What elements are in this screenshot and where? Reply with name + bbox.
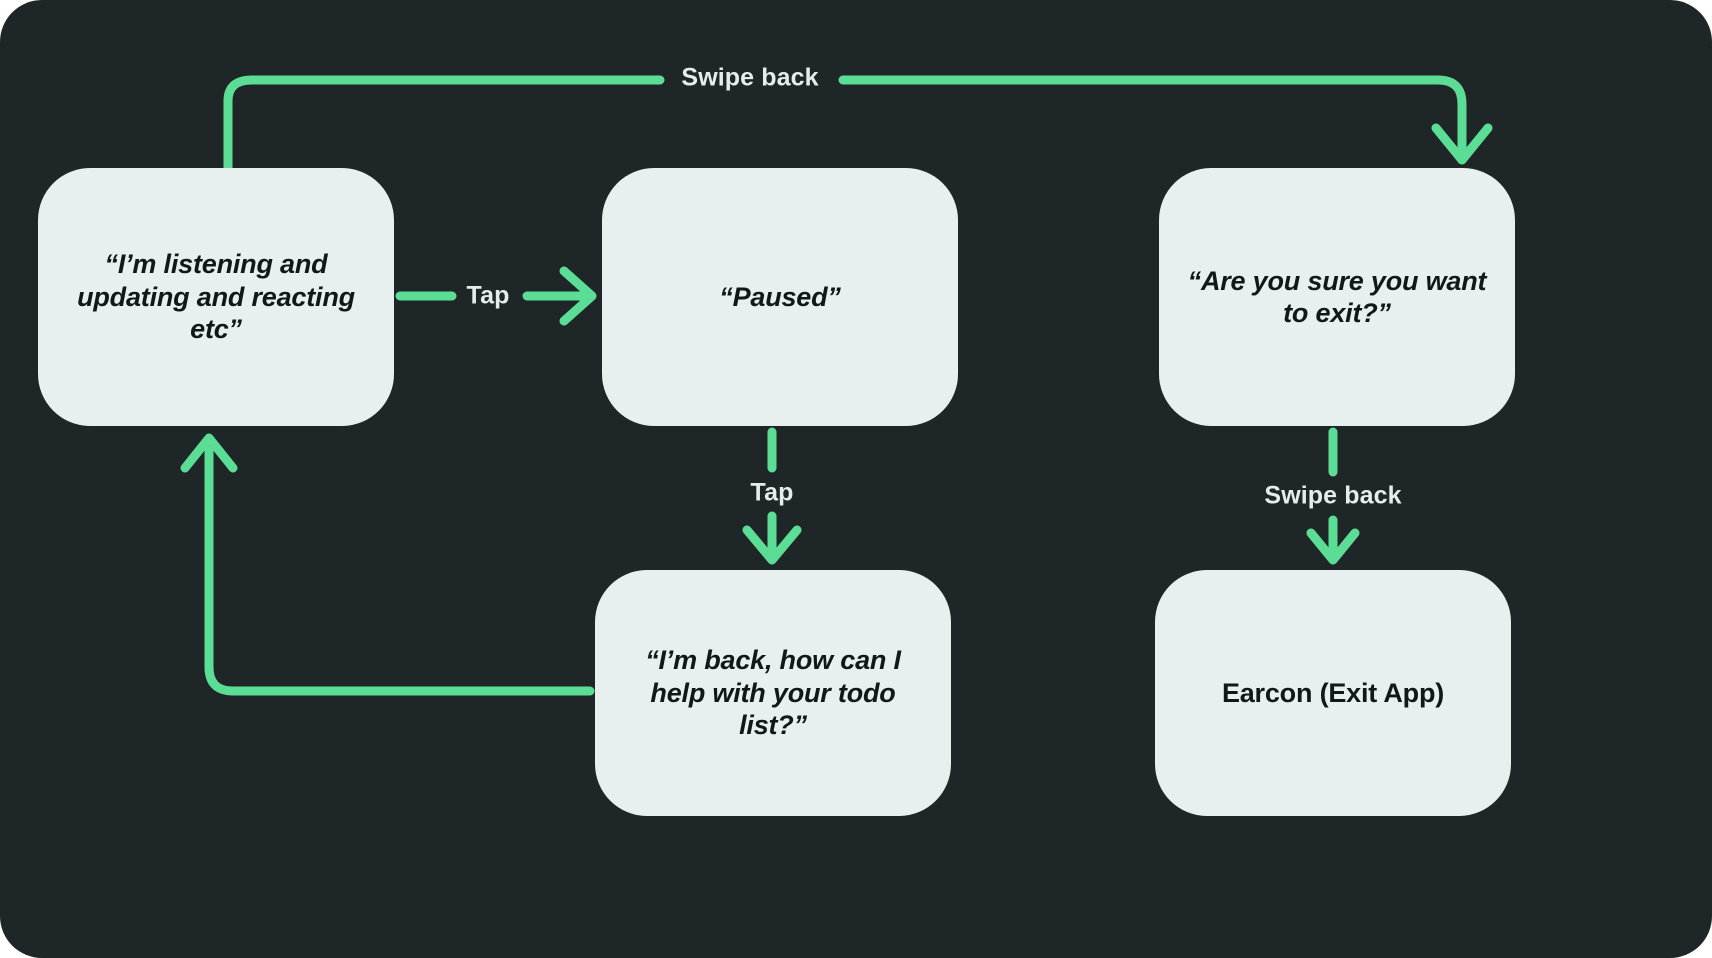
node-confirm-exit[interactable]: “Are you sure you want to exit?” bbox=[1159, 168, 1515, 426]
edge-label-tap-vertical: Tap bbox=[750, 478, 794, 507]
node-back[interactable]: “I’m back, how can I help with your todo… bbox=[595, 570, 951, 816]
node-paused[interactable]: “Paused” bbox=[602, 168, 958, 426]
node-earcon-label: Earcon (Exit App) bbox=[1221, 677, 1445, 708]
edge-listening-to-confirm bbox=[223, 75, 1493, 173]
node-listening[interactable]: “I’m listening and updating and reacting… bbox=[38, 168, 394, 426]
edge-back-to-listening bbox=[180, 433, 595, 696]
edge-label-swipe-back-side: Swipe back bbox=[1264, 481, 1402, 510]
node-listening-label: “I’m listening and updating and reacting… bbox=[77, 249, 355, 345]
node-back-label: “I’m back, how can I help with your todo… bbox=[645, 645, 901, 741]
edge-label-tap-horizontal: Tap bbox=[466, 281, 510, 310]
node-earcon[interactable]: Earcon (Exit App) bbox=[1155, 570, 1511, 816]
node-confirm-exit-label: “Are you sure you want to exit?” bbox=[1187, 265, 1487, 328]
edge-label-swipe-back-top: Swipe back bbox=[681, 63, 819, 92]
node-paused-label: “Paused” bbox=[719, 281, 841, 312]
